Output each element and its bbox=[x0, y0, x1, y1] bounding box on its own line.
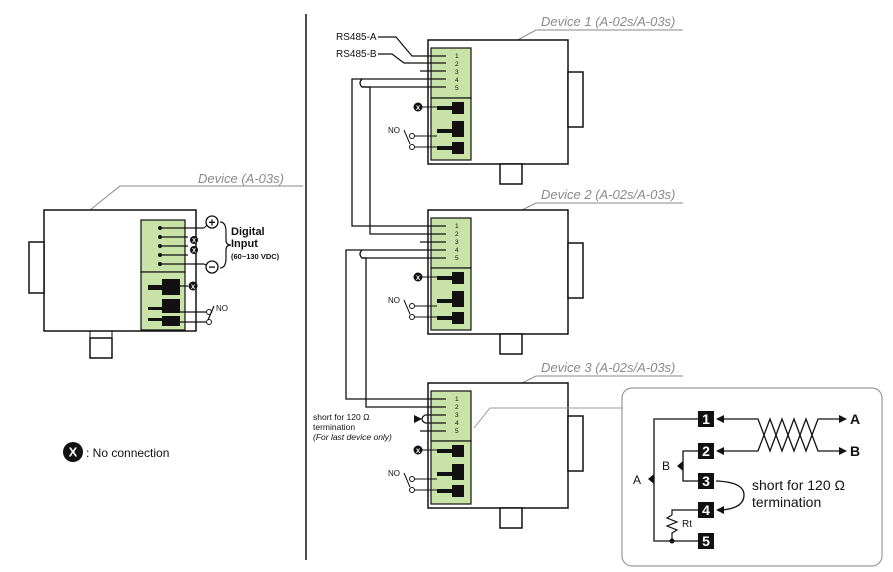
detail-short-1: short for 120 Ω bbox=[752, 477, 845, 493]
left-no-label: NO bbox=[216, 304, 228, 313]
pin-1-label: 1 bbox=[455, 396, 459, 403]
short-label-1: short for 120 Ω bbox=[313, 412, 369, 422]
pin-2-label: 2 bbox=[455, 231, 459, 238]
legend-symbol: X bbox=[69, 445, 78, 460]
pin-4-label: 4 bbox=[455, 77, 459, 84]
minus-terminal-icon bbox=[205, 260, 219, 274]
device-3-no-label: NO bbox=[388, 469, 400, 478]
pin-4-label: 4 bbox=[455, 420, 459, 427]
pin-5-label: 5 bbox=[455, 428, 459, 435]
left-device-title: Device (A-03s) bbox=[198, 171, 284, 186]
pin-3-label: 3 bbox=[455, 69, 459, 76]
legend: X : No connection bbox=[63, 442, 169, 462]
detail-pin-1: 1 bbox=[702, 411, 710, 427]
pin-2-label: 2 bbox=[455, 404, 459, 411]
plus-terminal-icon bbox=[205, 215, 219, 229]
x-mark-icon: X bbox=[191, 284, 196, 291]
pin-2-label: 2 bbox=[455, 61, 459, 68]
legend-text: : No connection bbox=[86, 446, 169, 460]
pin-5-label: 5 bbox=[455, 255, 459, 262]
detail-pin-2: 2 bbox=[702, 443, 710, 459]
detail-a-label: A bbox=[850, 411, 860, 427]
device-2-no-label: NO bbox=[388, 296, 400, 305]
device-2-title: Device 2 (A-02s/A-03s) bbox=[541, 187, 675, 202]
pin-5-label: 5 bbox=[455, 85, 459, 92]
x-mark-icon: X bbox=[416, 448, 421, 455]
digital-input-label-3: (60~130 VDC) bbox=[231, 252, 280, 261]
digital-input-label-2: Input bbox=[231, 238, 258, 250]
detail-short-2: termination bbox=[752, 494, 821, 510]
short-label-2: termination bbox=[313, 422, 355, 432]
daisy-chain-wires bbox=[345, 78, 420, 408]
x-mark-icon: X bbox=[192, 249, 196, 255]
detail-callout-box bbox=[621, 387, 883, 567]
device-1: Device 1 (A-02s/A-03s) 1 2 3 4 5 X NO RS… bbox=[336, 14, 683, 185]
detail-pin-4: 4 bbox=[702, 502, 710, 518]
x-mark-icon: X bbox=[416, 105, 421, 112]
detail-pin-3: 3 bbox=[702, 473, 710, 489]
detail-left-a-label: A bbox=[633, 473, 641, 487]
device-3: Device 3 (A-02s/A-03s) 1 2 3 4 5 X NO sh… bbox=[313, 360, 683, 529]
device-1-title: Device 1 (A-02s/A-03s) bbox=[541, 14, 675, 29]
digital-input-label-1: Digital bbox=[231, 226, 265, 238]
termination-detail: 1 2 3 4 5 A B A B Rt short for 12 bbox=[621, 387, 883, 567]
detail-pin-5: 5 bbox=[702, 533, 710, 549]
x-mark-icon: X bbox=[416, 275, 421, 282]
pin-3-label: 3 bbox=[455, 239, 459, 246]
rs485-b-label: RS485-B bbox=[336, 49, 377, 60]
no-connection-icon bbox=[63, 442, 83, 462]
detail-b-label: B bbox=[850, 443, 860, 459]
device-1-no-label: NO bbox=[388, 126, 400, 135]
plus-symbol: + bbox=[208, 216, 215, 230]
minus-symbol: − bbox=[208, 260, 215, 274]
pin-1-label: 1 bbox=[455, 223, 459, 230]
pin-1-label: 1 bbox=[455, 53, 459, 60]
pin-4-label: 4 bbox=[455, 247, 459, 254]
left-device: Device (A-03s) + − X X Digital Input (60… bbox=[28, 171, 303, 359]
x-mark-icon: X bbox=[192, 239, 196, 245]
device-2: Device 2 (A-02s/A-03s) 1 2 3 4 5 X NO bbox=[388, 187, 683, 355]
rs485-a-label: RS485-A bbox=[336, 32, 377, 43]
short-label-3: (For last device only) bbox=[313, 432, 392, 442]
pin-3-label: 3 bbox=[455, 412, 459, 419]
detail-rt-label: Rt bbox=[682, 519, 692, 530]
device-3-title: Device 3 (A-02s/A-03s) bbox=[541, 360, 675, 375]
detail-left-b-label: B bbox=[662, 459, 670, 473]
